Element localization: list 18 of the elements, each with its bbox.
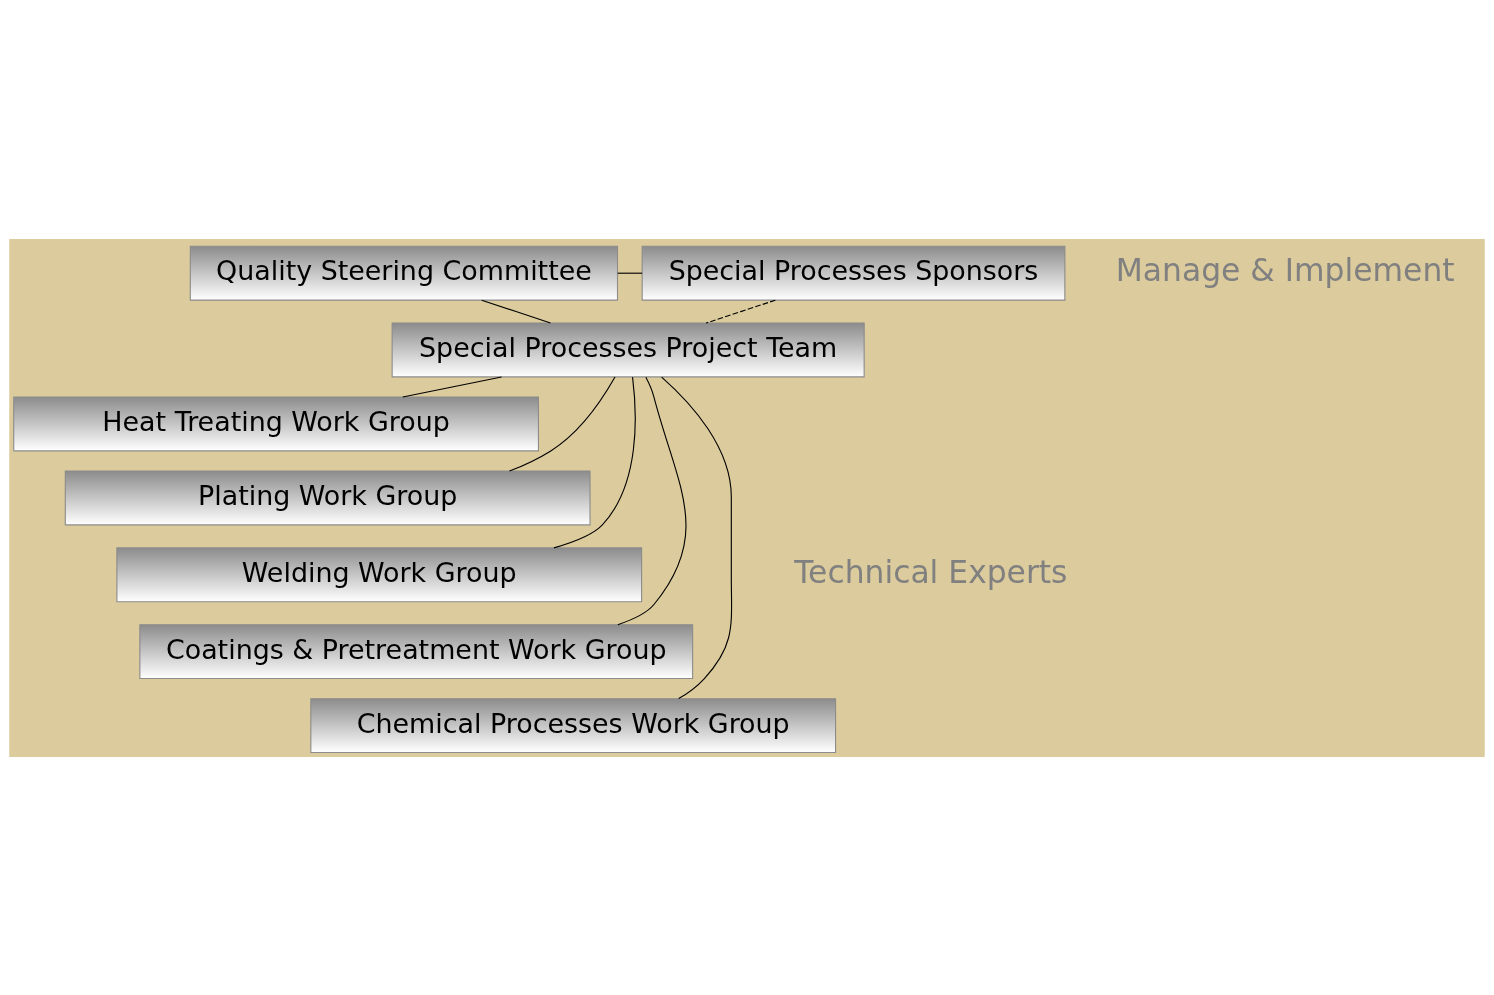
connector: [705, 299, 776, 324]
connector: [617, 272, 643, 274]
node-box: Plating Work Group: [64, 470, 591, 525]
node-box: Special Processes Sponsors: [641, 245, 1066, 301]
connector: [508, 376, 616, 472]
label: Manage & Implement: [1115, 251, 1455, 288]
node-box: Quality Steering Committee: [189, 245, 619, 301]
node-box: Special Processes Project Team: [391, 322, 865, 377]
node-box: Welding Work Group: [116, 546, 643, 602]
node-box: Chemical Processes Work Group: [310, 697, 837, 753]
connector: [617, 376, 687, 625]
node-box: Heat Treating Work Group: [13, 396, 539, 451]
connector: [402, 375, 503, 398]
label: Technical Experts: [794, 553, 1068, 590]
connector: [553, 376, 636, 548]
connector: [481, 299, 552, 324]
node-box: Coatings & Pretreatment Work Group: [139, 623, 694, 679]
connector: [661, 376, 733, 699]
